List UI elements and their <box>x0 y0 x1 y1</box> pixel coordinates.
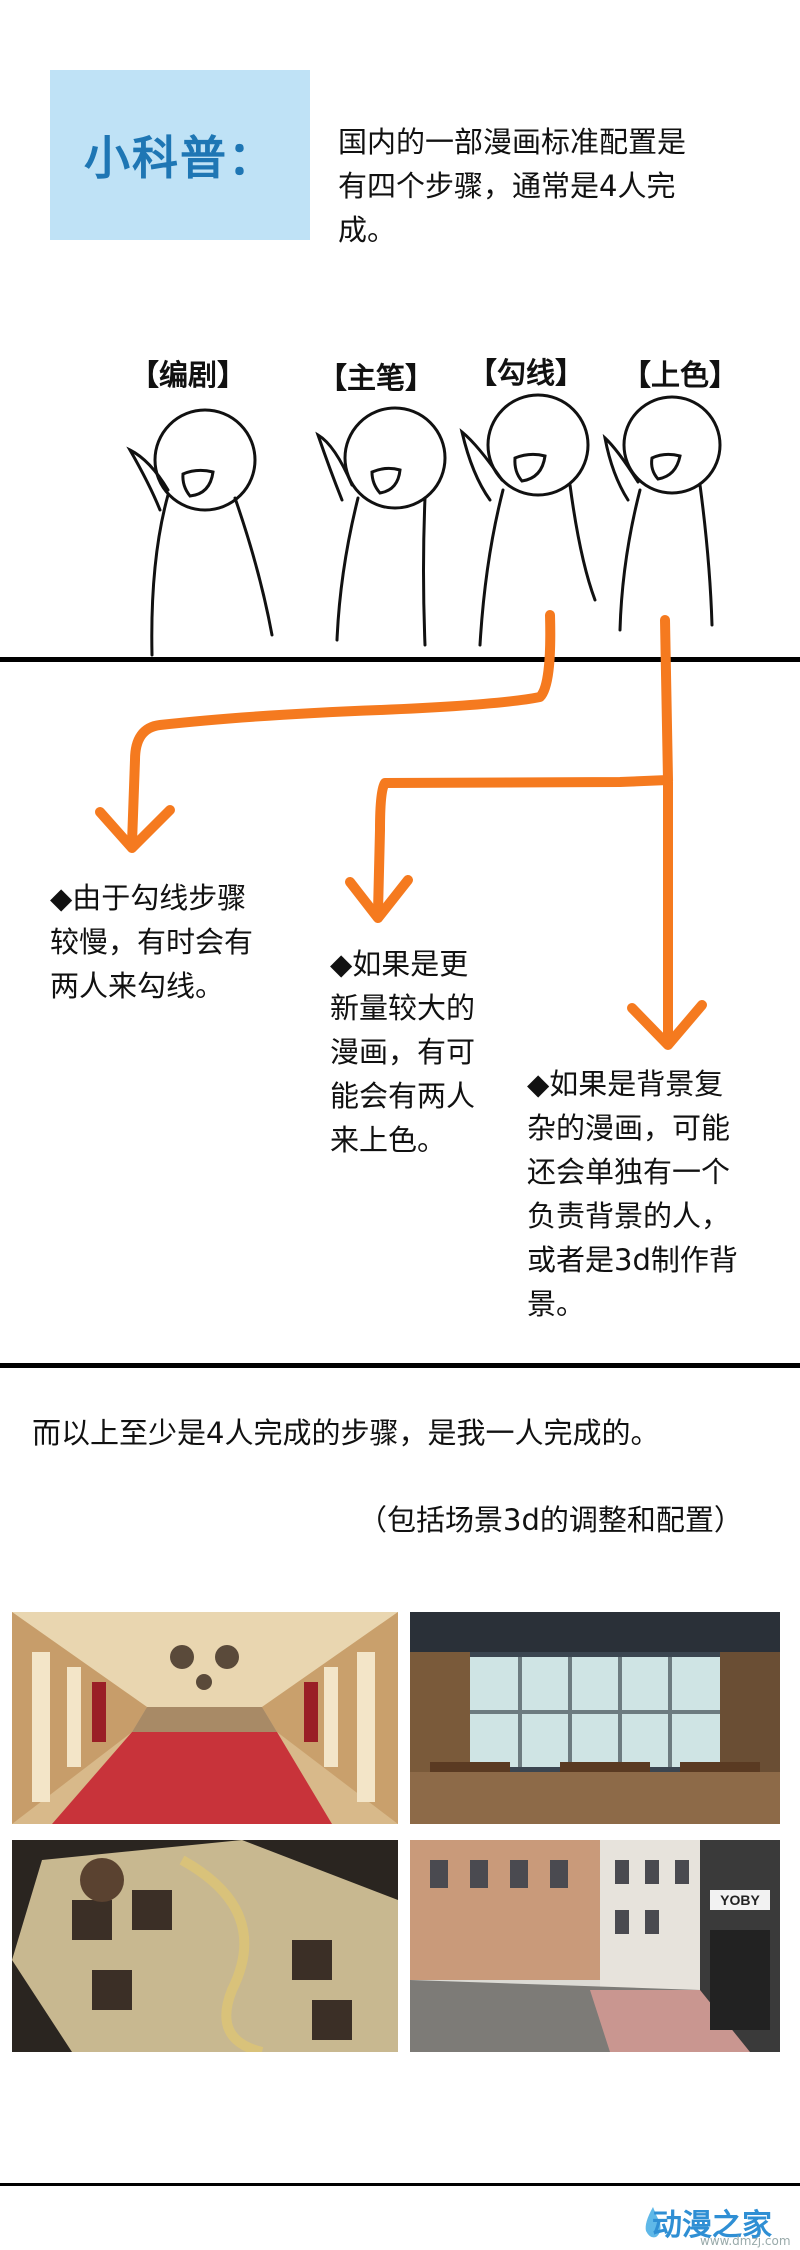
droplet-logo-icon <box>645 2207 661 2238</box>
section-divider <box>0 1363 800 1368</box>
note-coloring: ◆如果是更 新量较大的 漫画，有可 能会有两人 来上色。 <box>330 942 475 1162</box>
note-line-art: ◆由于勾线步骤 较慢，有时会有 两人来勾线。 <box>50 876 253 1008</box>
arrow-coloring <box>373 615 674 917</box>
role-label-main-artist: 【主笔】 <box>318 361 435 395</box>
watermark-url: www.dmzj.com <box>700 2234 791 2248</box>
intro-line: 成。 <box>338 213 397 247</box>
figures-illustration <box>126 393 722 657</box>
note-line: ◆如果是背景复 <box>527 1067 724 1101</box>
summary-note: （包括场景3d的调整和配置） <box>358 1503 743 1537</box>
street-sign-text: YOBY <box>720 1892 760 1908</box>
note-line: 较慢，有时会有 <box>50 925 254 959</box>
intro-line: 有四个步骤，通常是4人完 <box>338 169 676 203</box>
arrows-illustration <box>95 610 707 1050</box>
bottom-divider <box>0 2183 800 2186</box>
intro-text: 国内的一部漫画标准配置是 有四个步骤，通常是4人完 成。 <box>338 120 758 252</box>
note-line: 两人来勾线。 <box>50 969 225 1003</box>
note-background: ◆如果是背景复 杂的漫画，可能 还会单独有一个 负责背景的人， 或者是3d制作背… <box>527 1062 738 1326</box>
note-line: 新量较大的 <box>330 991 476 1025</box>
summary-text: 而以上至少是4人完成的步骤，是我一人完成的。 <box>32 1416 660 1450</box>
role-label-coloring: 【上色】 <box>622 358 739 392</box>
note-line: ◆如果是更 <box>330 947 469 981</box>
figure-main-artist <box>315 406 447 647</box>
role-label-line-art: 【勾线】 <box>468 356 585 390</box>
scene-image-corridor <box>12 1612 398 1824</box>
scene-image-street: YOBY <box>410 1840 780 2052</box>
arrow-line-art <box>127 610 556 848</box>
note-line: 杂的漫画，可能 <box>527 1111 731 1145</box>
note-line: 来上色。 <box>330 1123 447 1157</box>
scene-image-interior <box>12 1840 398 2052</box>
note-line: 能会有两人 <box>330 1079 476 1113</box>
note-line: 漫画，有可 <box>330 1035 476 1069</box>
note-line: 或者是3d制作背 <box>527 1243 738 1277</box>
section-divider <box>0 657 800 662</box>
figure-coloring <box>602 395 722 632</box>
tip-title: 小科普： <box>84 131 276 185</box>
watermark-logo: 动漫之家 <box>652 2208 772 2243</box>
figure-writer <box>126 408 274 657</box>
note-line: ◆由于勾线步骤 <box>50 881 247 915</box>
role-label-writer: 【编剧】 <box>130 358 247 392</box>
note-line: 景。 <box>527 1287 586 1321</box>
tip-box: 小科普： <box>50 70 310 240</box>
intro-line: 国内的一部漫画标准配置是 <box>338 125 687 159</box>
scene-image-cafe <box>410 1612 780 1824</box>
note-line: 还会单独有一个 <box>527 1155 731 1189</box>
figure-line-art <box>459 393 597 647</box>
note-line: 负责背景的人， <box>527 1199 731 1233</box>
